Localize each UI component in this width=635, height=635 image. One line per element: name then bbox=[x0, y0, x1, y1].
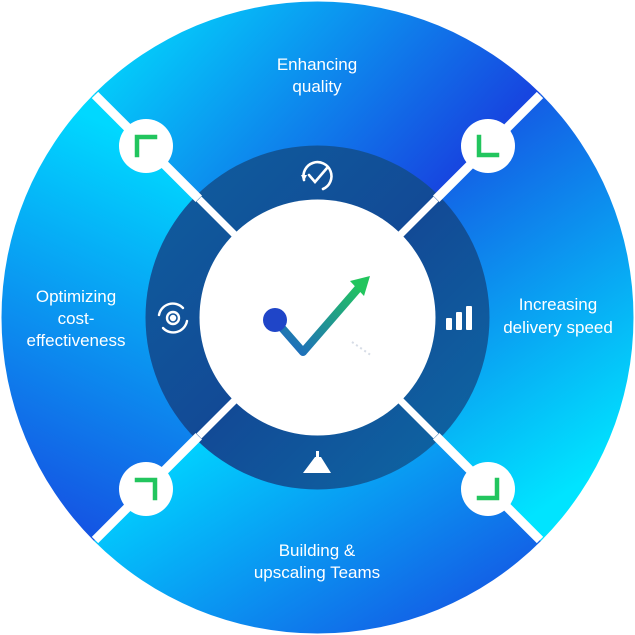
connector-node-bottom-left bbox=[119, 462, 173, 516]
growth-check-arrow-icon bbox=[263, 276, 373, 357]
check-cycle-icon bbox=[301, 160, 333, 191]
center-disc bbox=[199, 199, 436, 436]
svg-text:Building &: Building & bbox=[279, 541, 356, 560]
svg-text:delivery speed: delivery speed bbox=[503, 318, 613, 337]
segment-bottom bbox=[94, 437, 541, 634]
segment-right bbox=[437, 94, 634, 541]
svg-text:quality: quality bbox=[292, 77, 342, 96]
connector-node-bottom-right bbox=[461, 462, 515, 516]
ring-divider bbox=[196, 392, 243, 439]
gear-cycle-icon bbox=[157, 302, 189, 334]
ring-divider bbox=[392, 392, 439, 439]
corner-bracket-icon bbox=[134, 477, 158, 501]
label-top: Enhancing quality bbox=[277, 55, 357, 96]
svg-text:Enhancing: Enhancing bbox=[277, 55, 357, 74]
label-right: Increasing delivery speed bbox=[503, 295, 613, 337]
bar-chart-icon bbox=[446, 306, 472, 330]
corner-bracket-icon bbox=[476, 134, 500, 158]
label-bottom: Building & upscaling Teams bbox=[254, 541, 380, 582]
corner-bracket-icon bbox=[476, 477, 500, 501]
segment-left bbox=[1, 94, 198, 541]
ring-divider bbox=[196, 196, 243, 243]
segment-top bbox=[94, 1, 541, 198]
svg-text:upscaling Teams: upscaling Teams bbox=[254, 563, 380, 582]
corner-bracket-icon bbox=[134, 134, 158, 158]
connector-node-top-left bbox=[119, 119, 173, 173]
label-left: Optimizing cost- effectiveness bbox=[27, 287, 126, 350]
svg-text:Increasing: Increasing bbox=[519, 295, 597, 314]
svg-text:Optimizing: Optimizing bbox=[36, 287, 116, 306]
connector-node-top-right bbox=[461, 119, 515, 173]
ring-divider bbox=[392, 196, 439, 243]
svg-text:effectiveness: effectiveness bbox=[27, 331, 126, 350]
scale-balance-icon bbox=[303, 451, 331, 473]
svg-text:cost-: cost- bbox=[58, 309, 95, 328]
